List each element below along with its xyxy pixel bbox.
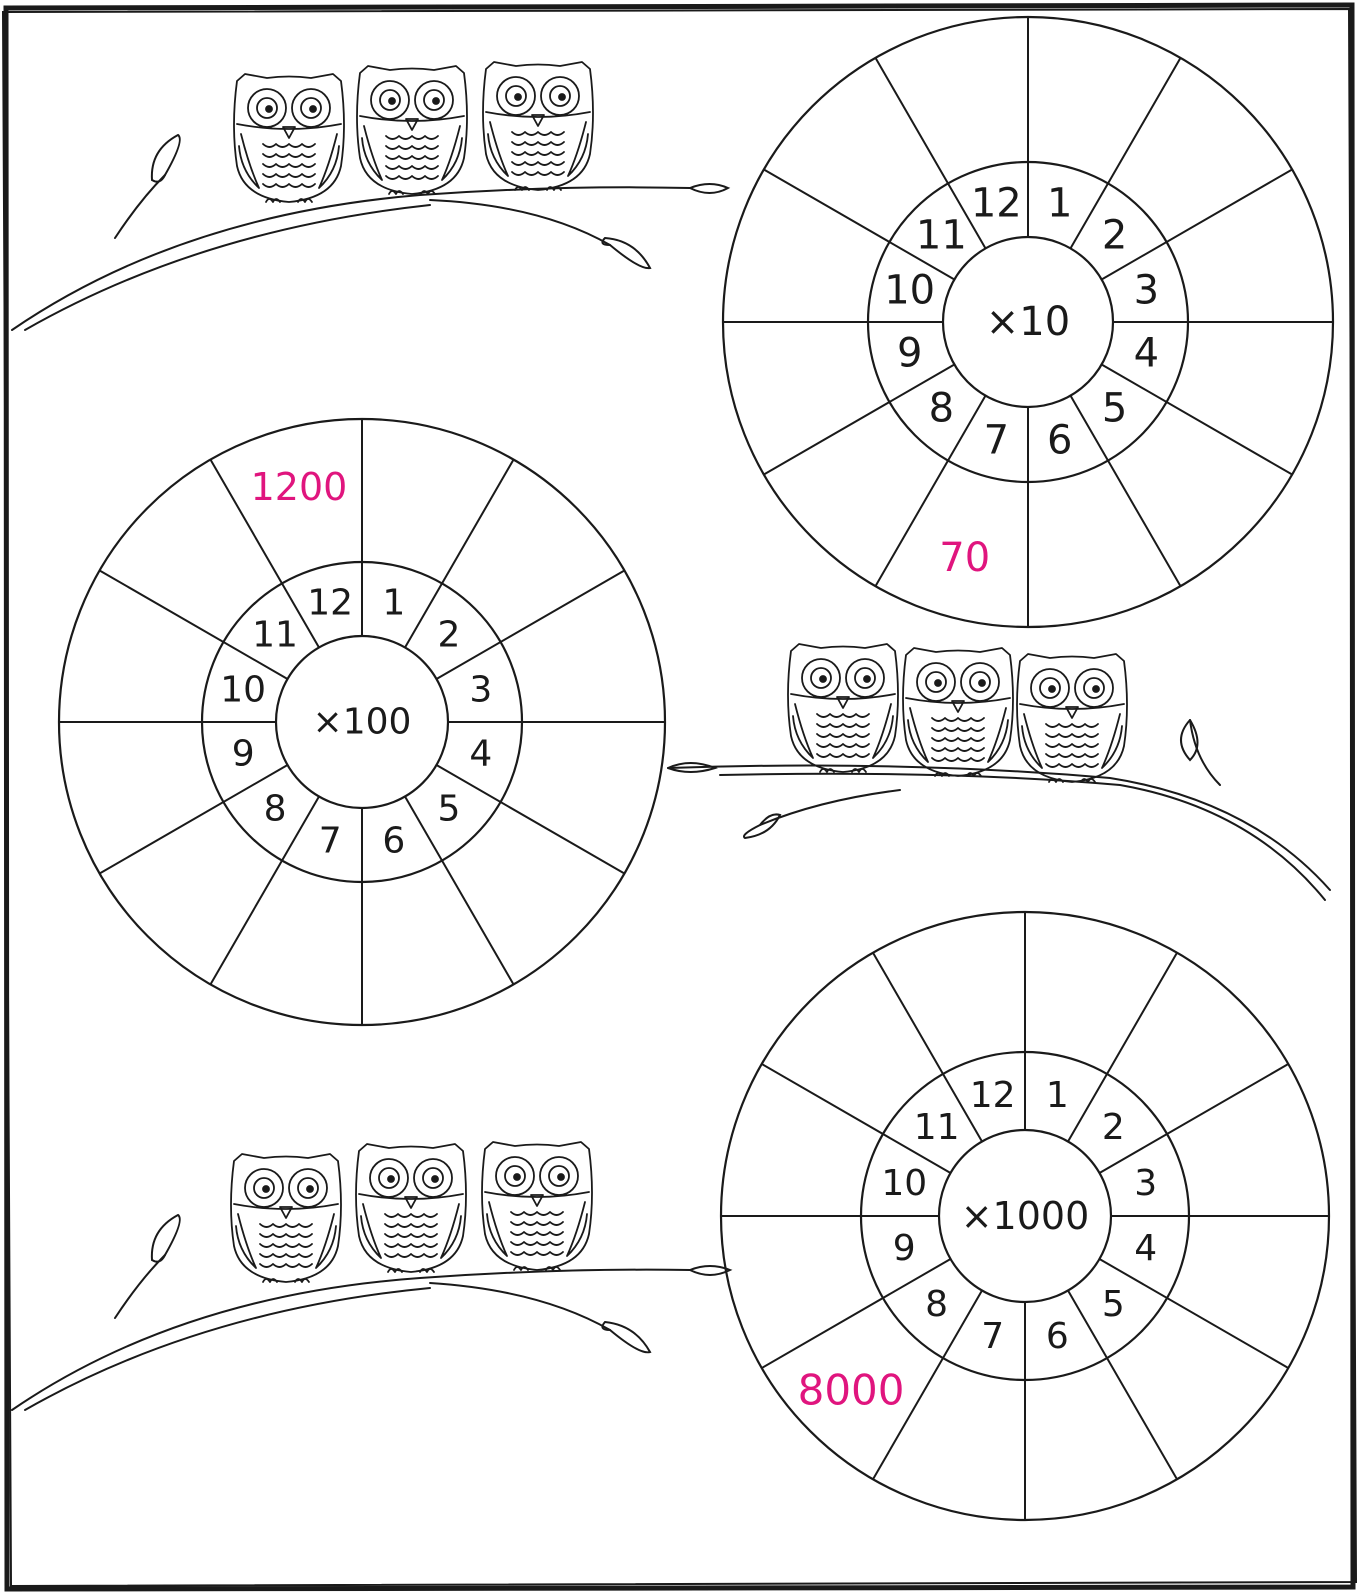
wheel-number: 4	[1134, 331, 1159, 377]
wheel-number: 1	[1047, 181, 1072, 227]
owl-group	[668, 644, 1330, 900]
wheel-number: 9	[232, 733, 255, 774]
owl-icon	[357, 66, 467, 194]
wheel-number: 11	[252, 615, 298, 656]
wheel-number: 4	[469, 733, 492, 774]
wheel-center-label: ×100	[313, 702, 412, 743]
owl-icon	[903, 648, 1013, 776]
example-answer: 8000	[798, 1365, 905, 1414]
segment-divider	[1102, 170, 1293, 280]
owl-group	[12, 62, 728, 330]
owl-icon	[483, 62, 593, 190]
wheel-number: 12	[307, 583, 353, 624]
wheel-number: 9	[893, 1228, 916, 1269]
owl-icon	[234, 74, 344, 202]
wheel-number: 7	[984, 417, 1009, 463]
owl-icon	[1017, 654, 1127, 782]
wheel-number: 10	[884, 267, 935, 313]
segment-divider	[1099, 1259, 1288, 1368]
wheel-number: 1	[382, 583, 405, 624]
wheel-number: 7	[319, 820, 342, 861]
wheel-number: 4	[1134, 1228, 1157, 1269]
wheel-number: 2	[1102, 1107, 1125, 1148]
owl-icon	[231, 1154, 341, 1282]
owl-icon	[482, 1142, 592, 1270]
wheel-center-label: ×10	[986, 299, 1070, 345]
segment-divider	[1102, 365, 1293, 475]
wheel-number: 10	[881, 1163, 927, 1204]
wheel-number: 9	[897, 331, 922, 377]
segment-divider	[762, 1259, 951, 1368]
segment-divider	[436, 571, 624, 680]
wheel-number: 11	[914, 1107, 960, 1148]
wheel-number: 2	[438, 615, 461, 656]
segment-divider	[100, 765, 288, 874]
wheel-number: 5	[1102, 386, 1127, 432]
owl-decorations	[12, 62, 1330, 1410]
segment-divider	[436, 765, 624, 874]
wheel-number: 5	[438, 788, 461, 829]
owl-group	[12, 1142, 730, 1410]
wheel-number: 8	[925, 1284, 948, 1325]
wheel-number: 8	[929, 386, 954, 432]
branch	[12, 1215, 730, 1410]
wheel-number: 10	[220, 670, 266, 711]
wheel-number: 6	[1046, 1316, 1069, 1357]
owl-icon	[356, 1144, 466, 1272]
wheel-number: 3	[469, 670, 492, 711]
wheel-number: 6	[382, 820, 405, 861]
segment-divider	[764, 365, 955, 475]
owl-icon	[788, 644, 898, 772]
segment-divider	[1099, 1064, 1288, 1173]
wheel-number: 11	[916, 212, 967, 258]
wheel-number: 5	[1102, 1284, 1125, 1325]
wheel-number: 7	[981, 1316, 1004, 1357]
wheel-center-label: ×1000	[961, 1194, 1090, 1238]
wheel-number: 2	[1102, 212, 1127, 258]
wheel-number: 3	[1134, 267, 1159, 313]
wheel-number: 1	[1046, 1075, 1069, 1116]
page-border	[3, 5, 1356, 1589]
wheel-number: 8	[264, 788, 287, 829]
wheel-number: 12	[970, 1075, 1016, 1116]
wheel-number: 6	[1047, 417, 1072, 463]
wheel-number: 12	[971, 181, 1022, 227]
example-answer: 1200	[251, 465, 348, 509]
wheel-number: 3	[1134, 1163, 1157, 1204]
example-answer: 70	[939, 535, 990, 581]
